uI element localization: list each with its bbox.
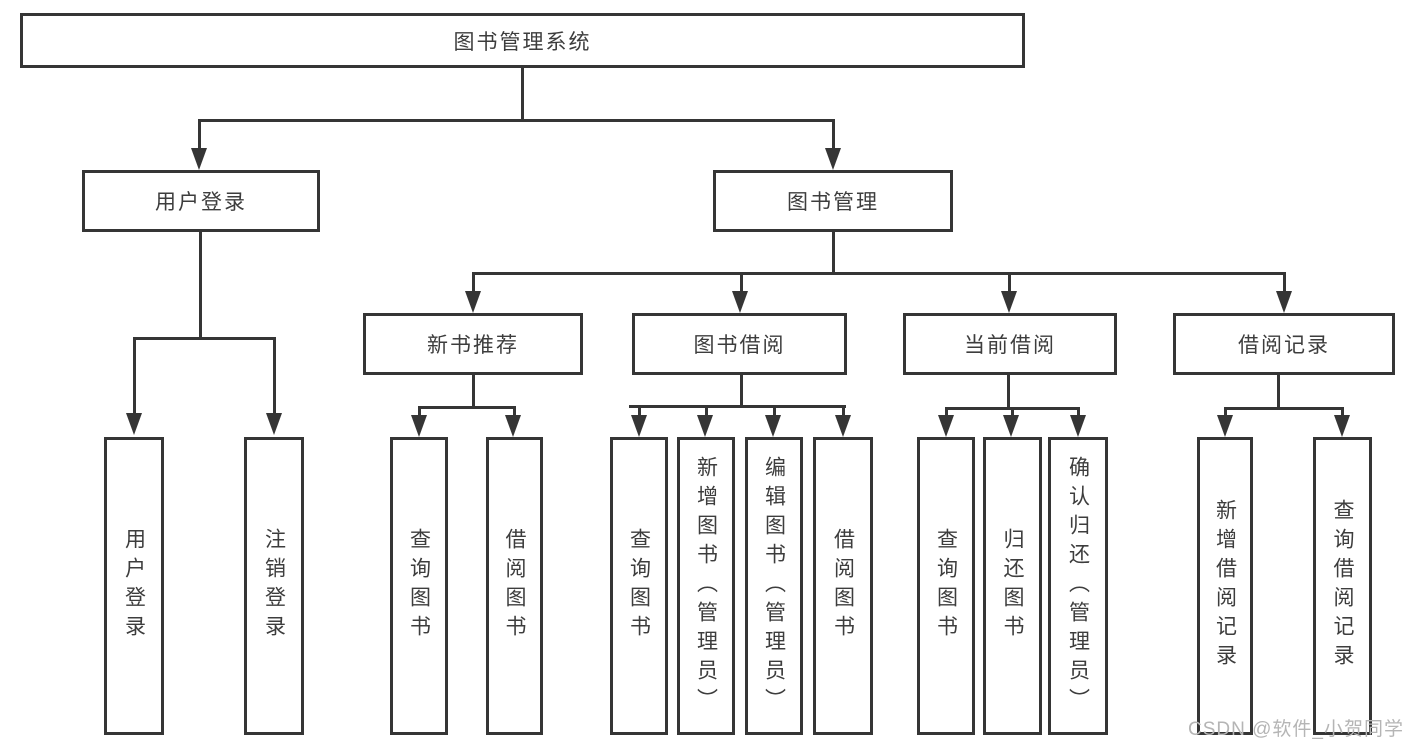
arrow-down-icon — [411, 415, 427, 437]
connector-vline — [1283, 272, 1286, 294]
node-library-management-system: 图书管理系统 — [20, 13, 1025, 68]
connector-vline — [198, 119, 201, 151]
leaf-confirm-return-admin: 确认归还（管理员） — [1048, 437, 1108, 735]
leaf-add-book-admin: 新增图书（管理员） — [677, 437, 735, 735]
connector-vline — [133, 337, 136, 419]
connector-vline — [740, 272, 743, 294]
leaf-label: 查询图书 — [407, 528, 431, 644]
arrow-down-icon — [1276, 291, 1292, 313]
connector-vline — [472, 374, 475, 408]
connector-vline — [1224, 407, 1227, 418]
leaf-label: 编辑图书（管理员） — [762, 455, 786, 717]
connector-hline — [418, 406, 516, 409]
connector-vline — [418, 406, 421, 418]
connector-hline — [629, 405, 846, 408]
connector-vline — [945, 407, 948, 418]
arrow-down-icon — [1217, 415, 1233, 437]
connector-vline — [521, 68, 524, 119]
connector-vline — [832, 231, 835, 272]
leaf-edit-book-admin: 编辑图书（管理员） — [745, 437, 803, 735]
leaf-label: 借阅图书 — [503, 528, 526, 644]
connector-vline — [1277, 374, 1280, 407]
arrow-down-icon — [191, 148, 207, 170]
arrow-down-icon — [835, 415, 851, 437]
node-new-book-recommend: 新书推荐 — [363, 313, 583, 375]
connector-vline — [773, 405, 776, 418]
arrow-down-icon — [1070, 415, 1086, 437]
arrow-down-icon — [732, 291, 748, 313]
connector-vline — [638, 405, 641, 418]
arrow-down-icon — [825, 148, 841, 170]
connector-hline — [472, 272, 1286, 275]
leaf-return-books: 归还图书 — [983, 437, 1042, 735]
arrow-down-icon — [1001, 291, 1017, 313]
node-current-borrowing: 当前借阅 — [903, 313, 1117, 375]
connector-vline — [740, 374, 743, 405]
leaf-label: 新增图书（管理员） — [694, 455, 718, 717]
connector-hline — [133, 337, 276, 340]
arrow-down-icon — [505, 415, 521, 437]
connector-vline — [832, 119, 835, 151]
connector-vline — [273, 337, 276, 419]
arrow-down-icon — [126, 413, 142, 435]
arrow-down-icon — [697, 415, 713, 437]
leaf-label: 注销登录 — [262, 528, 286, 644]
leaf-query-books-borrowing: 查询图书 — [610, 437, 668, 735]
leaf-label: 借阅图书 — [831, 528, 855, 644]
arrow-down-icon — [1334, 415, 1350, 437]
node-borrowing-records: 借阅记录 — [1173, 313, 1395, 375]
arrow-down-icon — [465, 291, 481, 313]
leaf-query-books-recommend: 查询图书 — [390, 437, 448, 735]
leaf-logout: 注销登录 — [244, 437, 304, 735]
leaf-label: 查询借阅记录 — [1331, 499, 1354, 673]
arrow-down-icon — [938, 415, 954, 437]
arrow-down-icon — [266, 413, 282, 435]
arrow-down-icon — [631, 415, 647, 437]
connector-vline — [1008, 272, 1011, 294]
connector-vline — [472, 272, 475, 294]
leaf-label: 查询图书 — [934, 528, 958, 644]
node-book-borrowing: 图书借阅 — [632, 313, 847, 375]
leaf-label: 新增借阅记录 — [1213, 499, 1237, 673]
leaf-label: 归还图书 — [1001, 528, 1024, 644]
connector-vline — [705, 405, 708, 418]
connector-vline — [1341, 407, 1344, 418]
connector-hline — [1224, 407, 1344, 410]
connector-vline — [199, 231, 202, 337]
node-book-management: 图书管理 — [713, 170, 953, 232]
leaf-borrow-books: 借阅图书 — [813, 437, 873, 735]
connector-hline — [198, 119, 835, 122]
arrow-down-icon — [1003, 415, 1019, 437]
connector-vline — [1077, 407, 1080, 418]
leaf-borrow-books-recommend: 借阅图书 — [486, 437, 543, 735]
arrow-down-icon — [765, 415, 781, 437]
leaf-label: 确认归还（管理员） — [1066, 455, 1090, 717]
csdn-watermark: CSDN @软件_小贺同学 — [1188, 719, 1404, 740]
connector-vline — [1011, 407, 1014, 418]
leaf-add-borrow-record: 新增借阅记录 — [1197, 437, 1253, 735]
connector-vline — [513, 406, 516, 418]
leaf-label: 用户登录 — [122, 528, 146, 644]
leaf-query-borrow-record: 查询借阅记录 — [1313, 437, 1372, 735]
node-user-login: 用户登录 — [82, 170, 320, 232]
leaf-label: 查询图书 — [627, 528, 651, 644]
connector-vline — [842, 405, 845, 418]
connector-vline — [1007, 374, 1010, 407]
leaf-user-login: 用户登录 — [104, 437, 164, 735]
leaf-query-books-current: 查询图书 — [917, 437, 975, 735]
